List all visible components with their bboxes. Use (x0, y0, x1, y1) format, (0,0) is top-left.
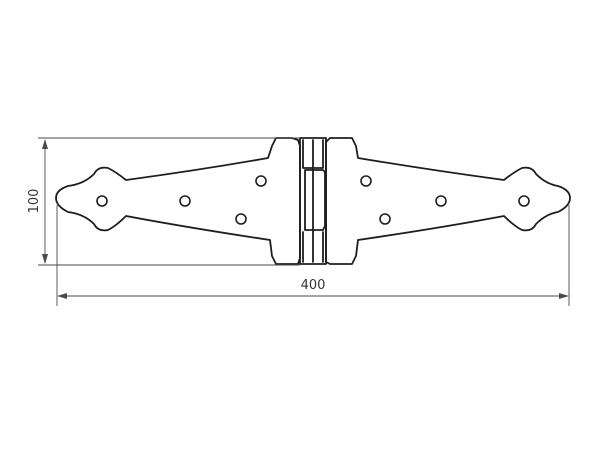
right-hinge-leaf (325, 137, 571, 265)
left-hinge-leaf (55, 137, 301, 265)
hinge-knuckle-lower (302, 231, 324, 263)
screw-hole (518, 195, 530, 207)
screw-hole (360, 175, 372, 187)
width-arrow-right (559, 293, 569, 299)
hinge-knuckle-middle (304, 169, 326, 231)
screw-hole (96, 195, 108, 207)
width-dimension-label: 400 (301, 278, 326, 293)
height-arrow-bottom (42, 254, 48, 264)
screw-hole (235, 213, 247, 225)
hinge-knuckle-outer (299, 137, 327, 265)
screw-hole (379, 213, 391, 225)
width-arrow-left (57, 293, 67, 299)
screw-hole (179, 195, 191, 207)
screw-hole (255, 175, 267, 187)
screw-hole (435, 195, 447, 207)
height-dimension-label: 100 (27, 189, 42, 214)
height-arrow-top (42, 139, 48, 149)
